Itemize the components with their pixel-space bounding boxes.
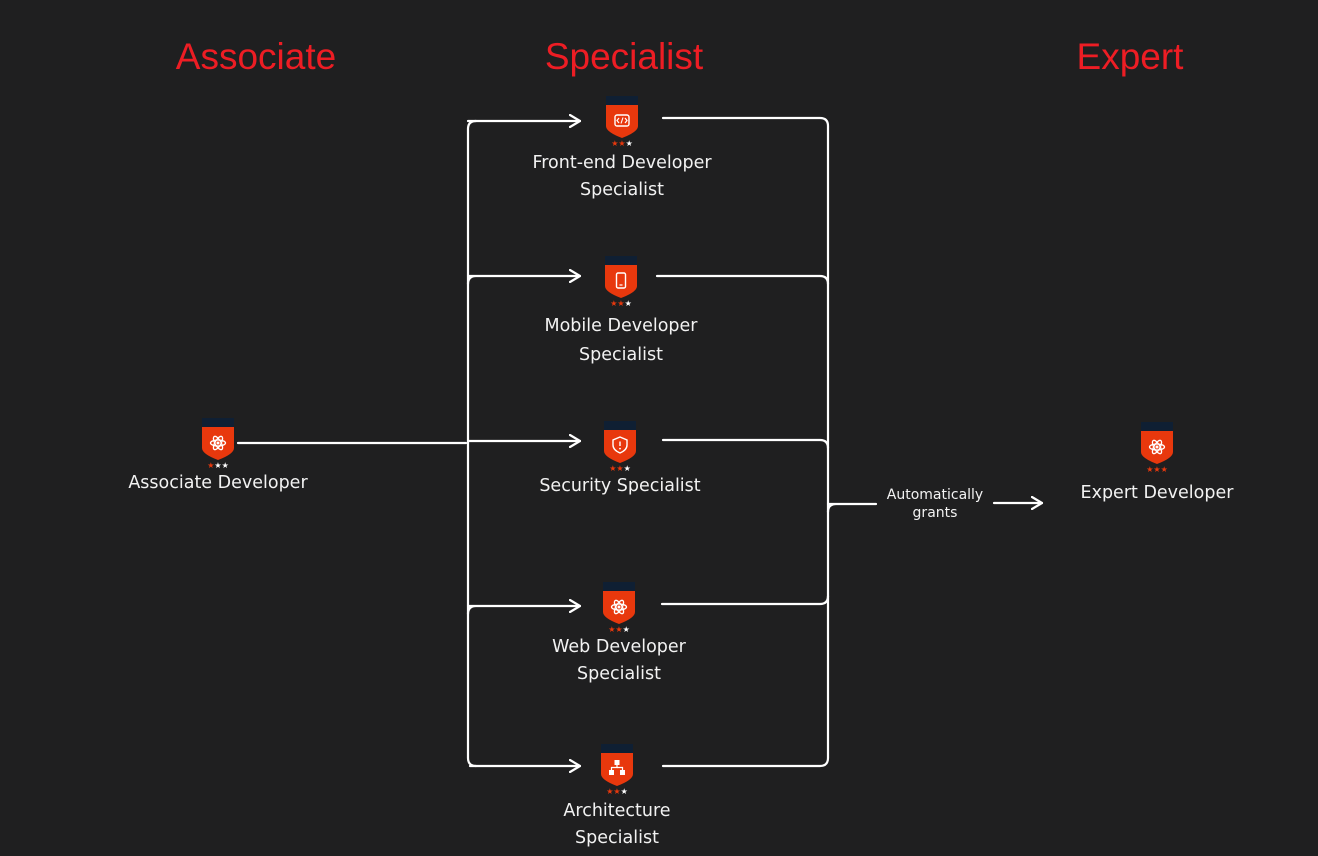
out-web [660,594,830,606]
svg-text:★★★: ★★★ [608,625,630,634]
code-brackets-icon: ★★★ [606,96,638,148]
associate-developer-label: Associate Developer [128,473,308,493]
react-atom-icon: ★★★ [603,582,635,634]
web-specialist-label: Web Developer Specialist [552,637,686,684]
hierarchy-icon: ★★★ [601,744,633,796]
react-atom-icon: ★★★ [202,418,234,470]
arrow-mobile [466,276,580,284]
out-security [661,438,830,450]
architecture-specialist-label: Architecture Specialist [563,801,671,848]
mobile-specialist-label: Mobile Developer Specialist [544,316,698,365]
svg-text:★★★: ★★★ [207,461,229,470]
security-specialist-label: Security Specialist [539,476,701,496]
left-trunk [466,119,478,768]
svg-text:★★★: ★★★ [610,299,632,308]
shield-icon: ★★★ [604,421,636,473]
grant-connector [826,502,878,514]
arrow-web [466,606,580,614]
svg-text:★★★: ★★★ [1146,465,1168,474]
expert-developer-label: Expert Developer [1080,483,1234,503]
column-title-expert: Expert [1076,36,1184,77]
smartphone-icon: ★★★ [605,256,637,308]
svg-text:★★★: ★★★ [606,787,628,796]
column-title-specialist: Specialist [544,36,704,77]
automatically-grants-label: Automatically grants [886,487,984,521]
out-mobile [655,274,830,286]
svg-text:★★★: ★★★ [611,139,633,148]
react-atom-icon: ★★★ [1141,422,1173,474]
svg-text:★★★: ★★★ [609,464,631,473]
frontend-specialist-label: Front-end Developer Specialist [532,153,712,200]
column-title-associate: Associate [175,36,337,77]
